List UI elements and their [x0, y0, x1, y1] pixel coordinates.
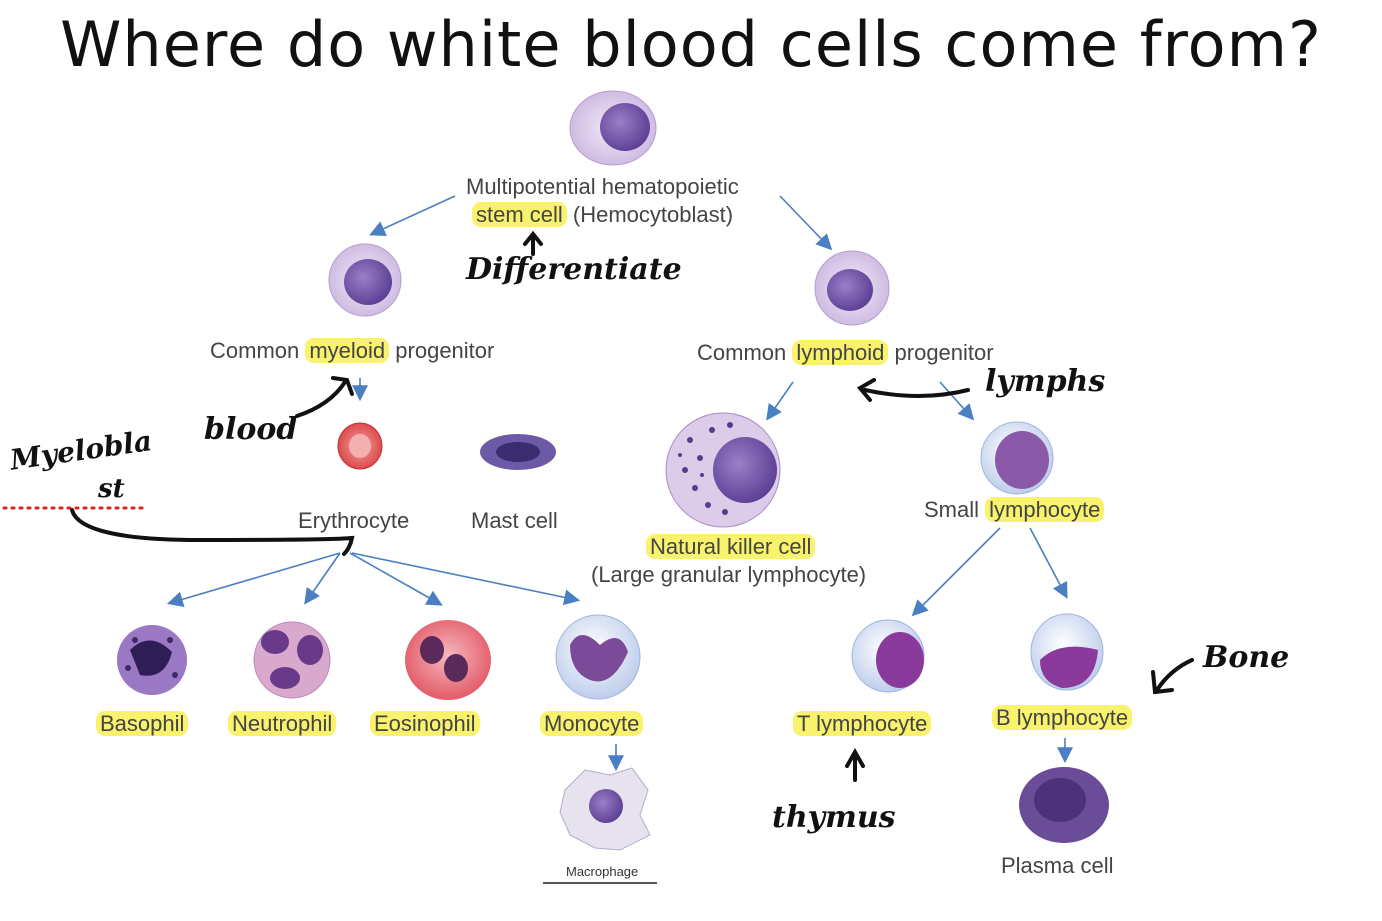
annotation-myeloblast-line2: st [98, 474, 125, 504]
erythrocyte-label: Erythrocyte [298, 508, 410, 533]
annotation-thymus: thymus [772, 800, 896, 835]
neutrophil-image [253, 621, 331, 699]
lineage-arrows [166, 195, 1073, 772]
plasma-cell-image [1019, 767, 1109, 843]
myeloid-pre-text: Common [210, 338, 306, 363]
t-lymphocyte-image [851, 619, 925, 693]
small-lymphocyte-image [980, 421, 1054, 495]
b-lymphocyte-image [1030, 613, 1104, 691]
neutrophil-highlight: Neutrophil [228, 711, 337, 736]
annotation-lymphs: lymphs [985, 364, 1106, 399]
myeloid-post-text: progenitor [389, 338, 495, 363]
large-granular-label: (Large granular lymphocyte) [591, 562, 867, 587]
basophil-highlight: Basophil [96, 711, 189, 736]
monocyte-image [555, 614, 641, 700]
lymphoid-pre-text: Common [697, 340, 793, 365]
plasma-cell-label: Plasma cell [1001, 853, 1114, 878]
stem-cell-highlight: stem cell [472, 202, 567, 227]
stem-cell-label-line2: stem cell (Hemocytoblast) [472, 202, 733, 228]
t-lymphocyte-highlight: T lymphocyte [793, 711, 932, 736]
mast-cell-label: Mast cell [471, 508, 558, 533]
erythrocyte-image [337, 422, 383, 470]
small-lymphocyte-label: Small lymphocyte [924, 497, 1105, 523]
b-lymphocyte-label: B lymphocyte [992, 705, 1133, 731]
small-pre-text: Small [924, 497, 986, 522]
myeloid-progenitor-image [328, 243, 402, 317]
annotation-blood: blood [204, 412, 298, 447]
basophil-label: Basophil [96, 711, 189, 737]
stem-cell-label-line1: Multipotential hematopoietic [466, 174, 739, 199]
small-lymphocyte-highlight: lymphocyte [985, 497, 1105, 522]
page-title: Where do white blood cells come from? [60, 8, 1322, 81]
neutrophil-label: Neutrophil [228, 711, 337, 737]
b-lymphocyte-highlight: B lymphocyte [992, 705, 1133, 730]
monocyte-label: Monocyte [540, 711, 644, 737]
eosinophil-highlight: Eosinophil [370, 711, 480, 736]
eosinophil-image [405, 620, 491, 700]
hemocytoblast-text: (Hemocytoblast) [566, 202, 734, 227]
t-lymphocyte-label: T lymphocyte [793, 711, 932, 737]
macrophage-image [559, 767, 651, 851]
basophil-image [117, 625, 187, 695]
annotation-bone: Bone [1203, 640, 1290, 675]
macrophage-label: Macrophage [566, 864, 639, 879]
nk-cell-image [665, 412, 781, 528]
nk-cell-highlight: Natural killer cell [646, 534, 816, 559]
stem-cell-image [569, 90, 657, 166]
mast-cell-image [480, 434, 556, 470]
lymphoid-progenitor-image [814, 250, 890, 326]
monocyte-highlight: Monocyte [540, 711, 644, 736]
ink-strokes [70, 230, 1194, 782]
lymphoid-progenitor-label: Common lymphoid progenitor [697, 340, 994, 366]
eosinophil-label: Eosinophil [370, 711, 480, 737]
myeloid-highlight: myeloid [305, 338, 390, 363]
nk-cell-label: Natural killer cell [646, 534, 816, 560]
lymphoid-post-text: progenitor [888, 340, 994, 365]
lymphoid-highlight: lymphoid [792, 340, 889, 365]
myeloid-progenitor-label: Common myeloid progenitor [210, 338, 494, 364]
annotation-differentiate: Differentiate [466, 252, 682, 287]
